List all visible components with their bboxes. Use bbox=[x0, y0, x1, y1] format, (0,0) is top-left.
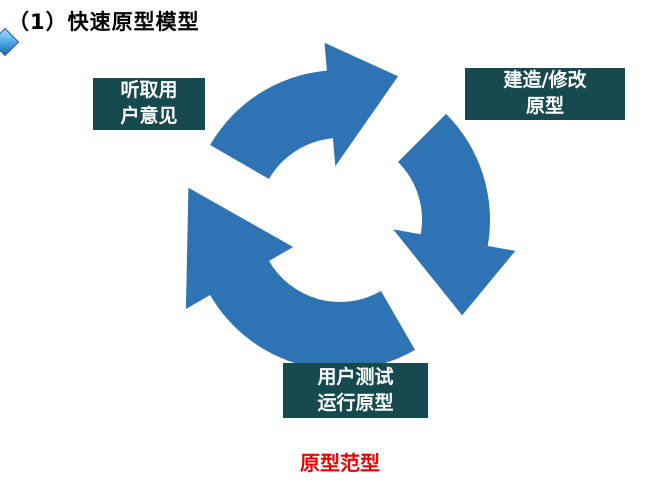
diagram-caption: 原型范型 bbox=[300, 451, 380, 475]
node-listen-users: 听取用 户意见 bbox=[93, 78, 205, 130]
node-user-test-run-prototype-label: 用户测试 运行原型 bbox=[317, 365, 394, 414]
node-build-modify-prototype-label: 建造/修改 原型 bbox=[503, 69, 587, 117]
cycle-arrow-top bbox=[210, 42, 399, 180]
page-title: （1）快速原型模型 bbox=[8, 10, 200, 34]
cycle-arrow-right bbox=[393, 113, 516, 316]
cycle-arrow-bottom-left bbox=[185, 187, 415, 370]
node-build-modify-prototype: 建造/修改 原型 bbox=[465, 68, 625, 120]
node-user-test-run-prototype: 用户测试 运行原型 bbox=[283, 363, 428, 418]
node-listen-users-label: 听取用 户意见 bbox=[120, 79, 178, 127]
